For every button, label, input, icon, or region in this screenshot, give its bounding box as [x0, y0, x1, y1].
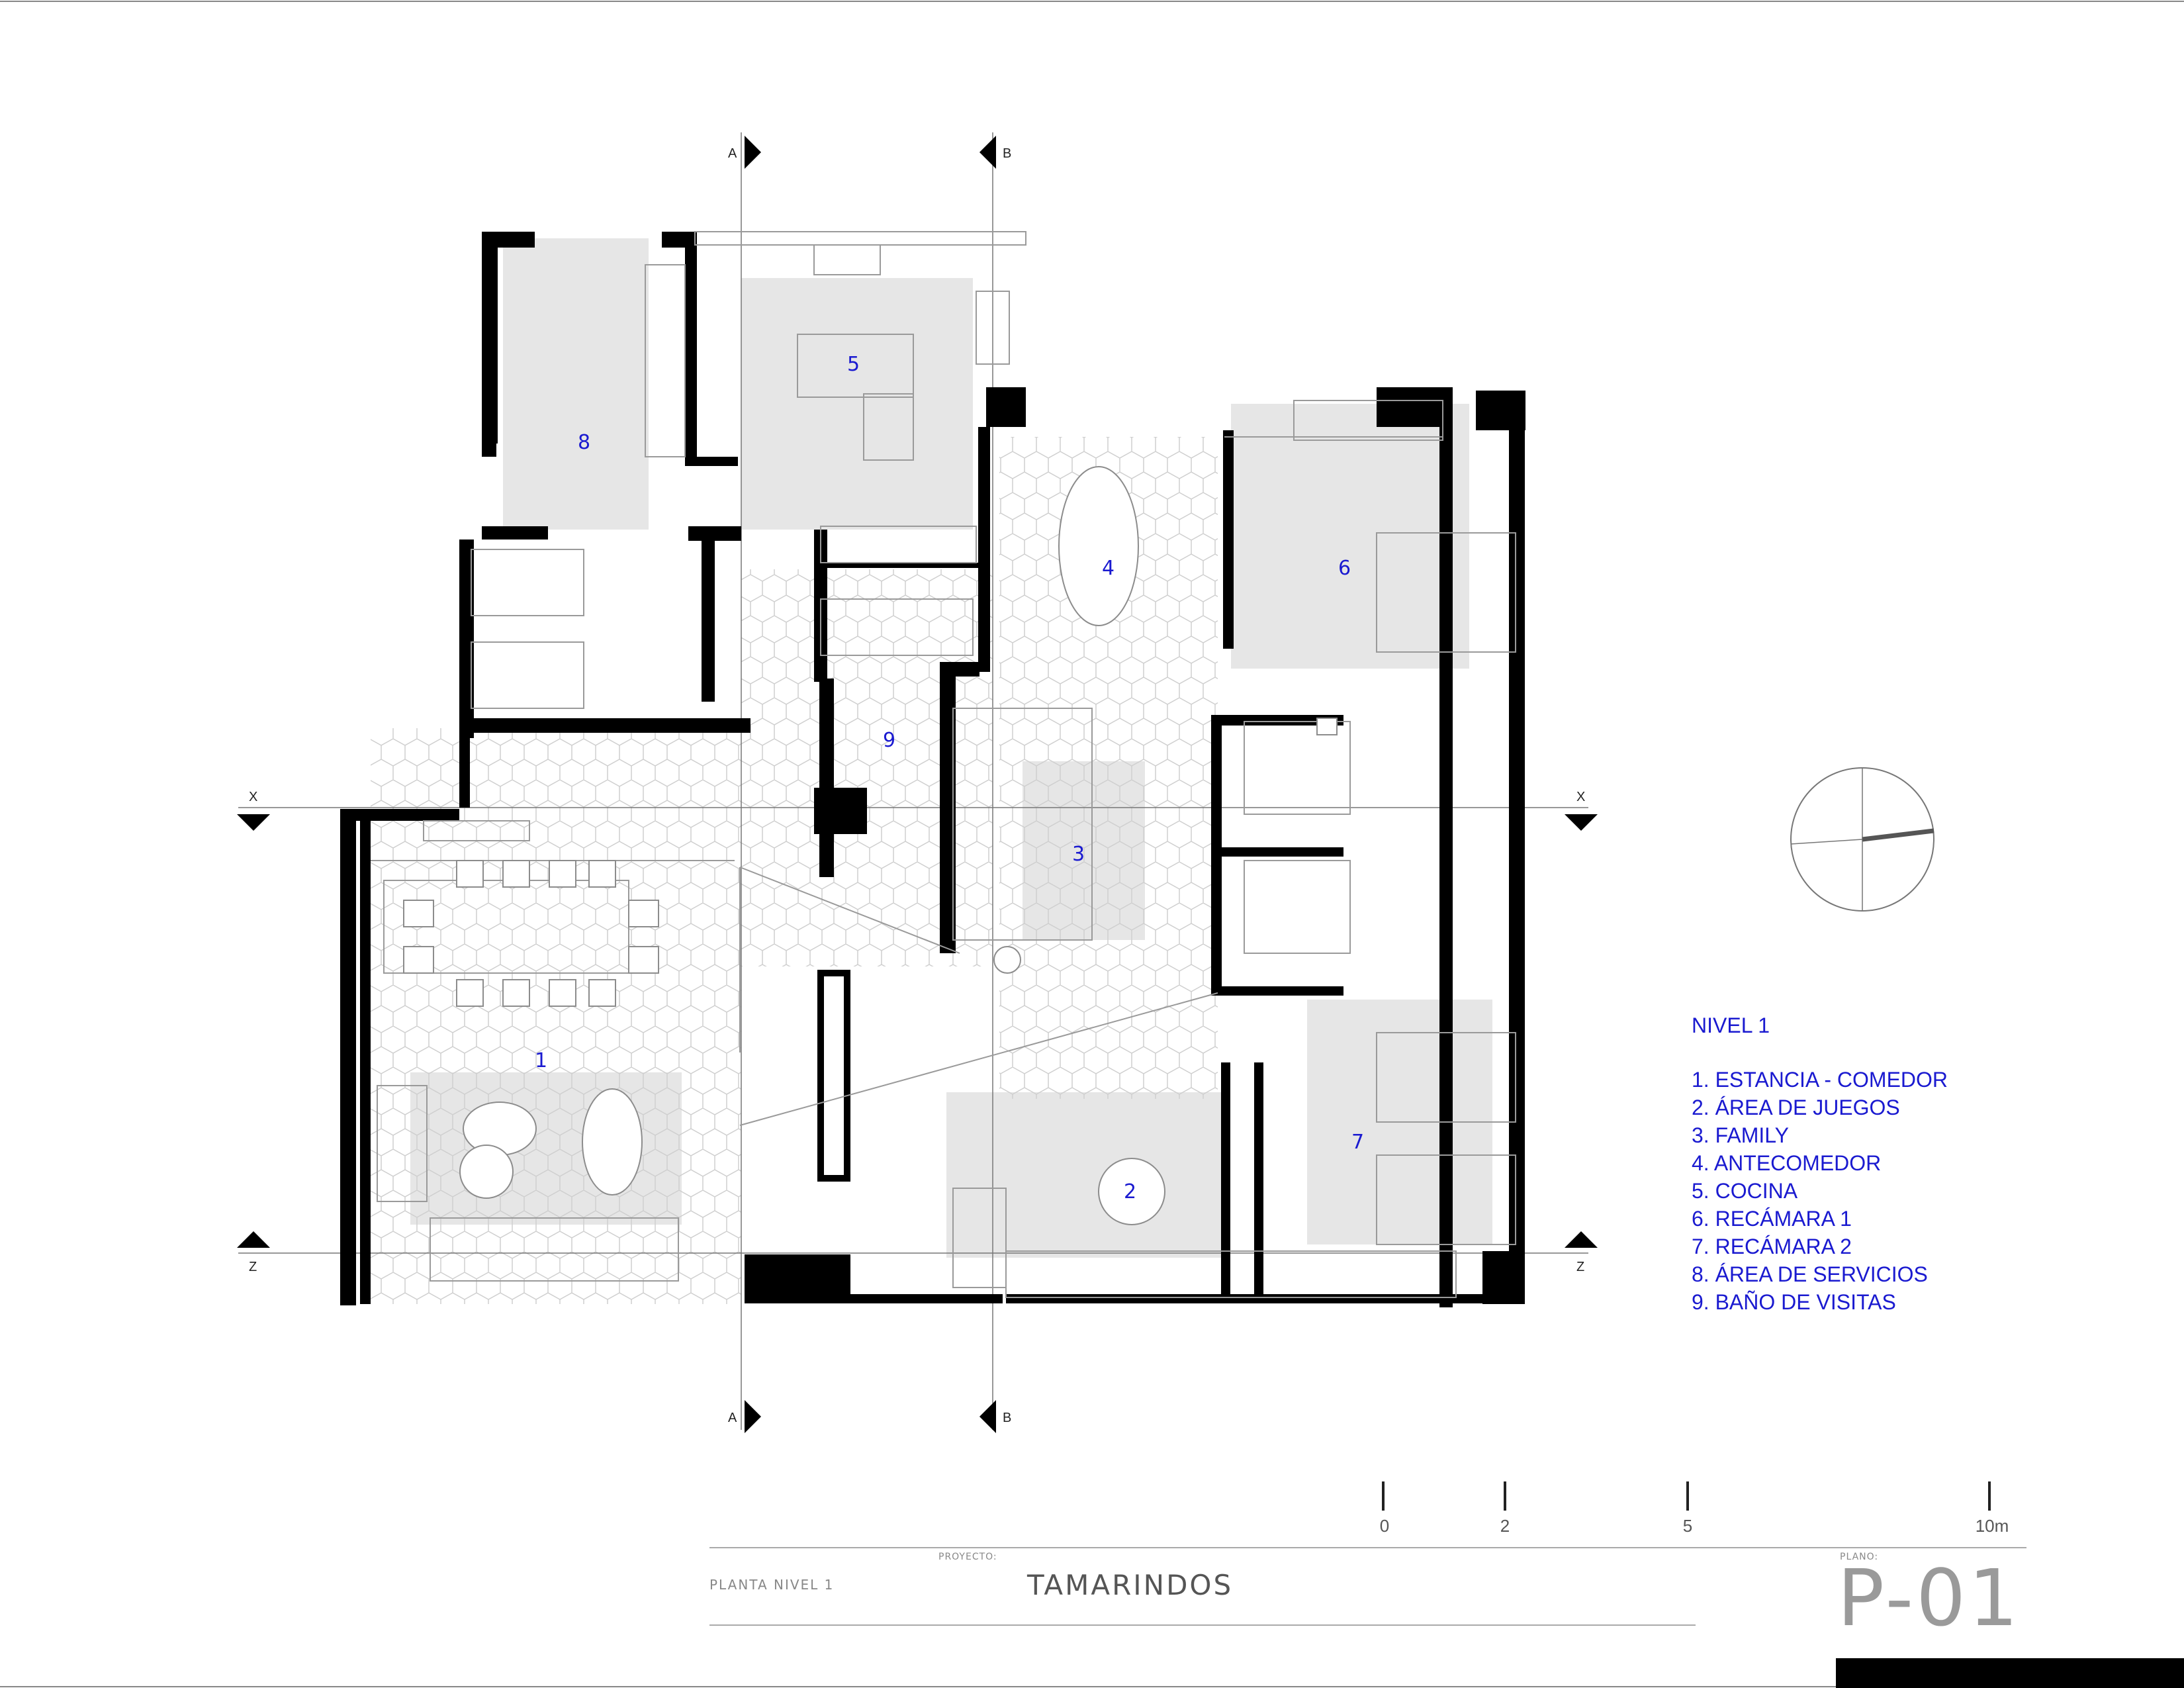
legend-item: 8. ÁREA DE SERVICIOS — [1692, 1262, 1928, 1286]
project-caption: PROYECTO: — [938, 1552, 997, 1562]
legend-item: 9. BAÑO DE VISITAS — [1692, 1290, 1896, 1314]
room-label-3: 3 — [1072, 843, 1085, 866]
section-marker-z-right: Z — [1565, 1231, 1598, 1274]
legend-item: 6. RECÁMARA 1 — [1692, 1207, 1852, 1231]
section-marker-z-left: Z — [237, 1231, 270, 1274]
section-marker-b-bottom: B — [979, 1400, 1011, 1433]
title-block-rules — [709, 1547, 2026, 1626]
section-z-left-label: Z — [249, 1260, 257, 1274]
section-marker-x-right: X — [1565, 790, 1598, 831]
section-b-top-label: B — [1003, 146, 1011, 161]
section-marker-x-left: X — [237, 790, 270, 831]
scale-label-10m: 10m — [1975, 1516, 2009, 1536]
room-label-2: 2 — [1124, 1180, 1136, 1203]
legend-item: 1. ESTANCIA - COMEDOR — [1692, 1068, 1948, 1092]
room-label-9: 9 — [883, 729, 895, 752]
room-label-8: 8 — [578, 431, 590, 454]
plan-number: P-01 — [1837, 1552, 2021, 1644]
section-marker-b-top: B — [979, 136, 1011, 169]
room-label-1: 1 — [535, 1049, 547, 1072]
room-label-4: 4 — [1102, 557, 1115, 580]
section-marker-a-bottom: A — [728, 1400, 761, 1433]
section-x-left-label: X — [249, 790, 257, 804]
room-label-6: 6 — [1338, 557, 1351, 580]
project-name: TAMARINDOS — [1027, 1569, 1234, 1601]
legend-item: 2. ÁREA DE JUEGOS — [1692, 1096, 1900, 1119]
legend-item: 3. FAMILY — [1692, 1123, 1790, 1147]
section-a-top-label: A — [728, 146, 737, 161]
room-labels: 1 2 3 4 5 6 7 8 9 — [535, 353, 1364, 1203]
sheet-name: PLANTA NIVEL 1 — [709, 1577, 835, 1593]
living-hex-floor — [371, 728, 741, 1304]
section-a-bottom-label: A — [728, 1411, 737, 1425]
scale-label-5: 5 — [1682, 1516, 1693, 1536]
north-compass — [1790, 767, 1934, 912]
game-area-floor — [946, 1092, 1224, 1258]
room-label-5: 5 — [847, 353, 860, 376]
legend: NIVEL 1 1. ESTANCIA - COMEDOR 2. ÁREA DE… — [1692, 1011, 1948, 1316]
section-marker-a-top: A — [728, 136, 761, 169]
scale-label-0: 0 — [1379, 1516, 1390, 1536]
furniture — [403, 466, 1338, 1225]
kitchen-floor — [741, 278, 973, 530]
service-floor — [503, 238, 649, 530]
section-x-right-label: X — [1576, 790, 1585, 804]
plan-caption: PLANO: — [1840, 1552, 1879, 1562]
legend-item: 5. COCINA — [1692, 1179, 1798, 1203]
scale-bar — [1382, 1481, 1991, 1511]
title-block-bar — [1836, 1658, 2184, 1688]
section-z-right-label: Z — [1576, 1260, 1584, 1274]
bedroom1-floor — [1231, 404, 1469, 669]
scale-label-2: 2 — [1500, 1516, 1510, 1536]
floor-fills — [371, 238, 1492, 1304]
section-grid — [238, 132, 1588, 1430]
section-b-bottom-label: B — [1003, 1411, 1011, 1425]
legend-item: 7. RECÁMARA 2 — [1692, 1235, 1852, 1258]
room-label-7: 7 — [1351, 1131, 1364, 1154]
legend-item: 4. ANTECOMEDOR — [1692, 1151, 1882, 1175]
legend-title: NIVEL 1 — [1692, 1013, 1770, 1037]
